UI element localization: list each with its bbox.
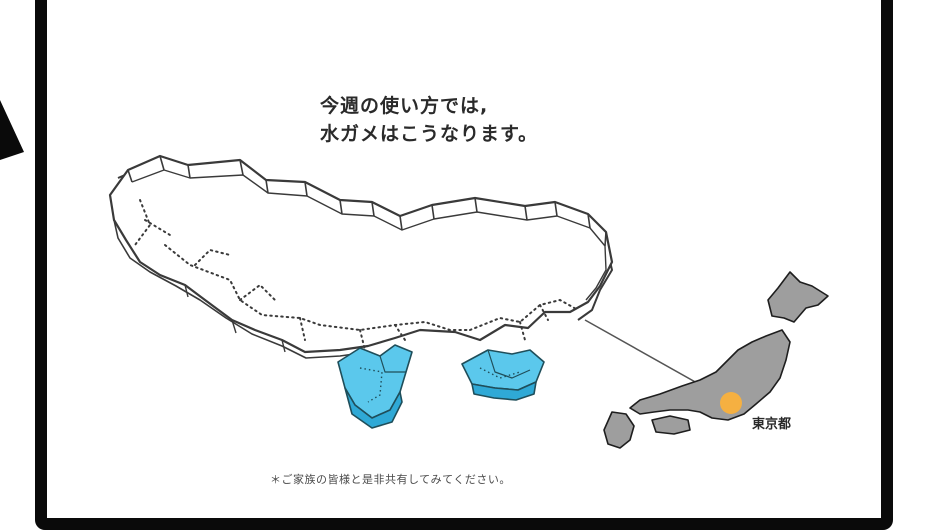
tokyo-map-outline bbox=[108, 154, 614, 354]
tokyo-marker bbox=[720, 392, 742, 414]
honshu bbox=[629, 329, 791, 421]
headline-line-2: 水ガメはこうなります。 bbox=[320, 123, 539, 145]
kyushu bbox=[603, 411, 635, 449]
shikoku bbox=[651, 415, 691, 435]
headline: 今週の使い方では, 水ガメはこうなります。 bbox=[320, 92, 640, 148]
reservoir-east bbox=[461, 349, 545, 401]
district-boundaries bbox=[134, 199, 579, 351]
footnote: ＊ご家族の皆様と是非共有してみてください。 bbox=[270, 473, 511, 486]
tokyo-label: 東京都 bbox=[752, 417, 792, 432]
reservoir-west bbox=[337, 344, 413, 429]
headline-line-1: 今週の使い方では, bbox=[320, 95, 489, 117]
hokkaido bbox=[767, 271, 829, 323]
